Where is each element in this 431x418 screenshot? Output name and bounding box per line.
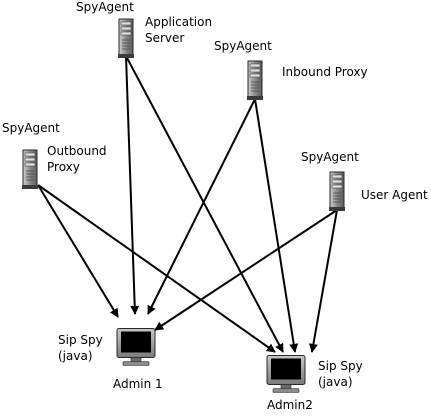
application-server-agent-label: SpyAgent: [76, 0, 134, 14]
inbound-proxy-server-tower-icon: [247, 60, 263, 100]
application-server-name-line1: Application: [145, 15, 213, 29]
admin2-name: Admin2: [267, 398, 313, 412]
arrow-outbound-proxy-to-admin1: [37, 184, 119, 318]
arrow-application-server-to-admin1: [125, 55, 140, 315]
user-agent-name: User Agent: [361, 188, 428, 202]
admin1-name: Admin 1: [113, 377, 163, 391]
arrow-user-agent-to-admin1: [154, 209, 338, 331]
outbound-proxy-agent-label: SpyAgent: [2, 121, 60, 135]
admin2-tool-line2: (java): [318, 375, 353, 389]
outbound-proxy-name-line2: Proxy: [47, 160, 80, 174]
inbound-proxy-agent-label: SpyAgent: [214, 39, 272, 53]
connection-arrows: [37, 55, 338, 353]
arrow-inbound-proxy-to-admin2: [254, 98, 299, 353]
admin2-monitor-icon: [266, 355, 306, 393]
user-agent-server-tower-icon: [329, 171, 345, 211]
arrow-application-server-to-admin2: [125, 55, 284, 353]
inbound-proxy-name: Inbound Proxy: [282, 65, 368, 79]
admin1-monitor-icon: [116, 328, 156, 366]
application-server-name-line2: Server: [145, 31, 185, 45]
outbound-proxy-name-line1: Outbound: [47, 144, 107, 158]
admin2-tool-line1: Sip Spy: [318, 359, 363, 373]
outbound-proxy-server-tower-icon: [22, 149, 38, 189]
admin1-tool-line1: Sip Spy: [58, 333, 103, 347]
user-agent-agent-label: SpyAgent: [301, 150, 359, 164]
arrow-inbound-proxy-to-admin1: [147, 98, 256, 315]
application-server-server-tower-icon: [118, 18, 134, 58]
device-icons: [22, 18, 345, 393]
arrow-outbound-proxy-to-admin2: [37, 184, 276, 353]
admin1-tool-line2: (java): [58, 349, 93, 363]
arrow-user-agent-to-admin2: [308, 209, 338, 353]
